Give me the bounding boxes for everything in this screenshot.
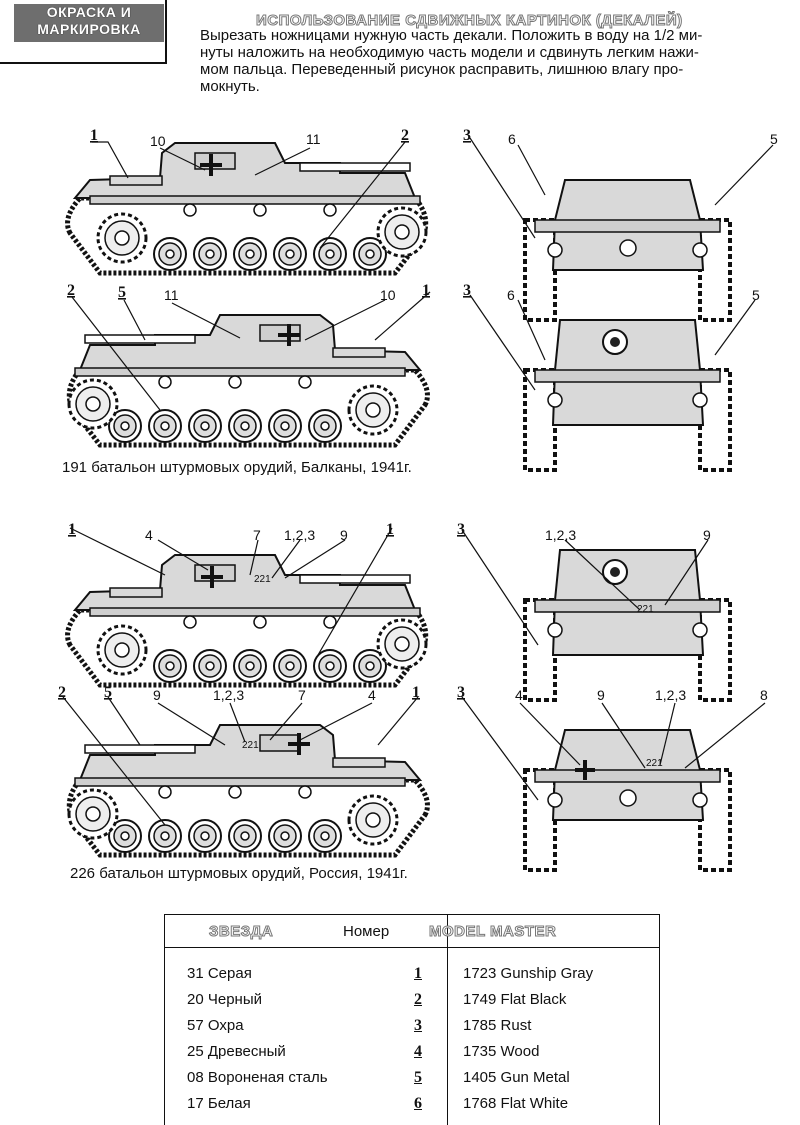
instruction-line: мом пальца. Переведенный рисунок расправ… (200, 61, 684, 78)
vehicle-number-marking: 221 (646, 758, 663, 769)
callout-label: 4 (515, 687, 523, 703)
callout-label: 2 (58, 684, 66, 701)
instruction-line: мокнуть. (200, 78, 260, 95)
callout-label: 3 (463, 282, 471, 299)
leader-lines (62, 137, 774, 826)
callout-label: 11 (306, 131, 321, 147)
zvezda-paint: 17 Белая (187, 1095, 251, 1112)
model-master-paint: 1723 Gunship Gray (463, 965, 594, 982)
instruction-line: Вырезать ножницами нужную часть декали. … (200, 27, 703, 44)
callout-label: 9 (340, 527, 348, 543)
table-header-model-master: MODEL MASTER (428, 923, 557, 941)
section-tab: ОКРАСКА И МАРКИРОВКА (14, 4, 164, 42)
callout-label: 11 (164, 287, 179, 303)
callout-label: 8 (760, 687, 768, 703)
table-header-number: Номер (343, 923, 390, 940)
scheme-2-caption: 226 батальон штурмовых орудий, Россия, 1… (70, 865, 408, 882)
table-row: 20 Черный 2 1749 Flat Black (165, 991, 659, 1017)
table-row: 08 Вороненая сталь 5 1405 Gun Metal (165, 1069, 659, 1095)
paint-number: 4 (414, 1043, 422, 1060)
callout-label: 2 (67, 282, 75, 299)
instruction-line: нуты наложить на необходимую часть модел… (200, 44, 699, 61)
scheme-1-side-bottom-tank (69, 315, 427, 445)
callout-label: 9 (597, 687, 605, 703)
callout-label: 2 (401, 127, 409, 144)
callout-label: 5 (770, 131, 778, 147)
table-header-rule (165, 947, 659, 948)
callout-label: 9 (703, 527, 711, 543)
scheme-1-rear-view (523, 178, 732, 322)
scheme-2-side-top-tank (68, 555, 426, 685)
callout-label: 1 (68, 521, 76, 538)
table-row: 17 Белая 6 1768 Flat White (165, 1095, 659, 1121)
callout-label: 5 (104, 684, 112, 701)
scheme-1-caption: 191 батальон штурмовых орудий, Балканы, … (62, 459, 412, 476)
scheme-2-rear-view (523, 728, 732, 872)
callout-label: 4 (145, 527, 153, 543)
decal-instructions: Вырезать ножницами нужную часть декали. … (200, 27, 792, 95)
callout-label: 4 (368, 687, 376, 703)
callout-label: 7 (298, 687, 306, 703)
callout-label: 6 (507, 287, 515, 303)
model-master-paint: 1749 Flat Black (463, 991, 567, 1008)
paint-number: 5 (414, 1069, 422, 1086)
callout-label: 6 (508, 131, 516, 147)
balkenkreuz-marking (200, 154, 595, 780)
scheme-2-front-view (523, 548, 732, 702)
vehicle-number-marking: 221 (637, 604, 654, 615)
callout-label: 1 (386, 521, 394, 538)
table-row: 31 Серая 1 1723 Gunship Gray (165, 965, 659, 991)
zvezda-paint: 08 Вороненая сталь (187, 1069, 328, 1086)
scheme-1-front-view (523, 318, 732, 472)
vehicle-drawings: 221 221 221 221 1 10 11 2 2 5 11 10 1 3 … (58, 127, 778, 872)
callout-label: 10 (380, 287, 396, 303)
zvezda-paint: 25 Древесный (187, 1043, 286, 1060)
paint-reference-table: ЗВЕЗДА Номер MODEL MASTER 31 Серая 1 172… (164, 914, 660, 1125)
callout-label: 10 (150, 133, 166, 149)
callout-label: 1 (90, 127, 98, 144)
model-master-paint: 1405 Gun Metal (463, 1069, 570, 1086)
paint-number: 1 (414, 965, 422, 982)
table-header-zvezda: ЗВЕЗДА (208, 923, 274, 941)
vehicle-number-marking: 221 (242, 740, 259, 751)
paint-number: 3 (414, 1017, 422, 1034)
scheme-1-side-top-tank (68, 143, 426, 273)
callout-label: 9 (153, 687, 161, 703)
callout-label: 5 (118, 284, 126, 301)
zvezda-paint: 31 Серая (187, 965, 252, 982)
callout-label: 7 (253, 527, 261, 543)
callout-label: 5 (752, 287, 760, 303)
callout-label: 3 (457, 684, 465, 701)
section-tab-line-1: ОКРАСКА И (46, 4, 132, 20)
callout-label: 1,2,3 (213, 687, 244, 703)
callout-label: 1,2,3 (284, 527, 315, 543)
model-master-paint: 1735 Wood (463, 1043, 540, 1060)
section-header-box: ОКРАСКА И МАРКИРОВКА (0, 0, 167, 64)
model-master-paint: 1768 Flat White (463, 1095, 569, 1112)
section-tab-line-2: МАРКИРОВКА (37, 21, 141, 37)
callout-label: 1 (412, 684, 420, 701)
vehicle-number-marking: 221 (254, 574, 271, 585)
callout-label: 3 (457, 521, 465, 538)
scheme-1-labels: 1 10 11 2 2 5 11 10 1 3 6 5 3 6 5 (67, 127, 778, 303)
callout-label: 1 (422, 282, 430, 299)
decal-instructions-title: ИСПОЛЬЗОВАНИЕ СДВИЖНЫХ КАРТИНОК (ДЕКАЛЕЙ… (256, 12, 683, 30)
model-master-paint: 1785 Rust (463, 1017, 532, 1034)
paint-number: 2 (414, 991, 422, 1008)
table-row: 25 Древесный 4 1735 Wood (165, 1043, 659, 1069)
zvezda-paint: 57 Охра (187, 1017, 244, 1034)
table-row: 57 Охра 3 1785 Rust (165, 1017, 659, 1043)
callout-label: 3 (463, 127, 471, 144)
zvezda-paint: 20 Черный (187, 991, 262, 1008)
scheme-2-labels: 1 4 7 1,2,3 9 1 2 5 9 1,2,3 7 4 1 3 1,2,… (58, 521, 768, 703)
table-column-divider (447, 915, 448, 1125)
callout-label: 1,2,3 (545, 527, 576, 543)
paint-number: 6 (414, 1095, 422, 1112)
callout-label: 1,2,3 (655, 687, 686, 703)
